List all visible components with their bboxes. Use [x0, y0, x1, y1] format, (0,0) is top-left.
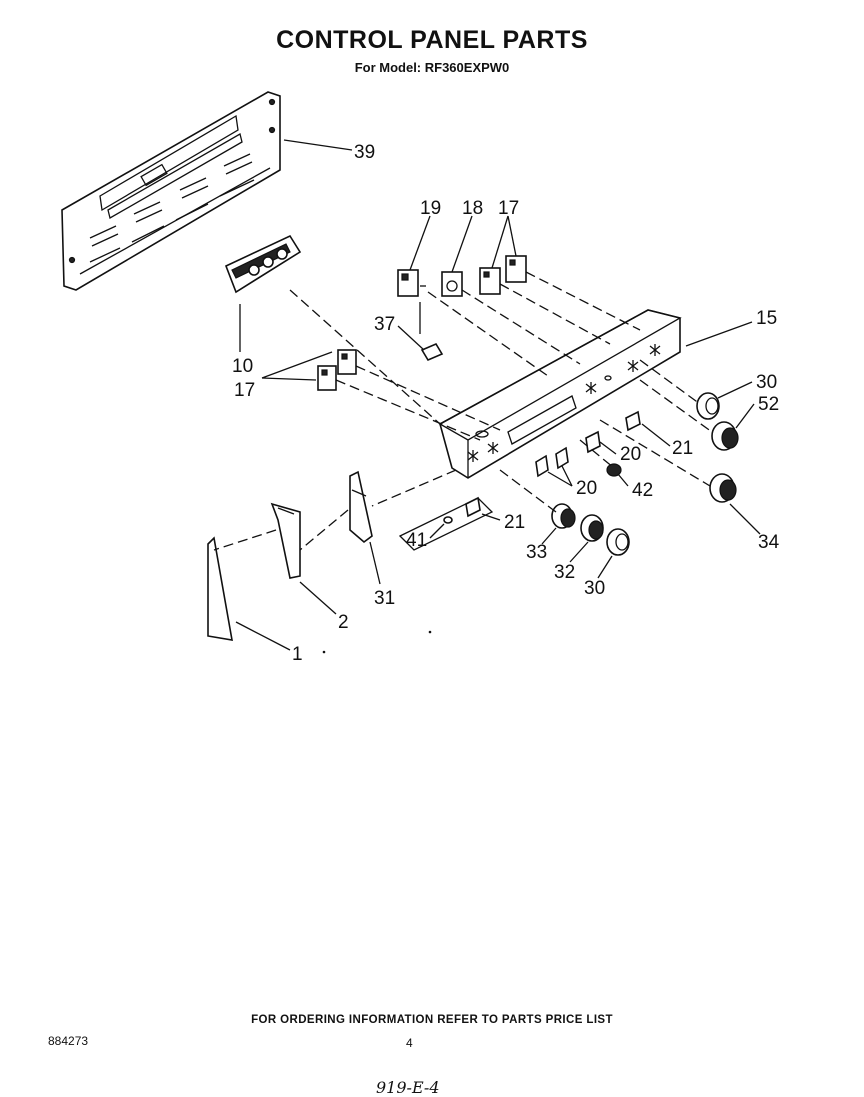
part-20-clip-right: [585, 430, 601, 454]
part-34-knob: [709, 473, 737, 503]
callout-18: 18: [462, 198, 483, 219]
leader-lines: [235, 139, 761, 651]
handwritten-note: 919-E-4: [376, 1078, 440, 1097]
part-32-knob-ring: [580, 514, 604, 542]
callout-labels: 39 19 18 17 15 37 10 17 30 52 21 20 42 2…: [232, 142, 780, 665]
callout-21-right: 21: [672, 438, 693, 459]
part-18-switch: [441, 271, 463, 297]
callout-20-right: 20: [620, 444, 641, 465]
callout-17-upper: 17: [498, 198, 519, 219]
part-42-knob-insert: [606, 463, 622, 477]
part-15-control-panel: [438, 309, 682, 479]
callout-33: 33: [526, 542, 547, 563]
callout-1: 1: [292, 644, 303, 665]
part-52-knob: [711, 421, 739, 451]
part-2-end-trim: [270, 502, 301, 579]
part-17-switch-upper-b: [505, 255, 527, 283]
part-39-rear-panel: [61, 91, 281, 291]
callout-30-upper: 30: [756, 372, 777, 393]
part-21-clip-right: [625, 410, 641, 432]
callout-31: 31: [374, 588, 395, 609]
part-10-display-module: [224, 234, 302, 294]
part-37-clip: [419, 302, 444, 362]
callout-42: 42: [632, 480, 653, 501]
assembly-lines: [213, 271, 713, 551]
part-41-screw-and-part-21: [398, 496, 494, 551]
part-17-switch-left-a: [317, 365, 337, 391]
part-17-switch-left-b: [337, 349, 357, 375]
part-17-switch-upper-a: [479, 267, 501, 295]
part-30-knob-upper: [696, 392, 720, 420]
part-30-knob-lower: [606, 528, 630, 556]
part-19-switch: [397, 269, 426, 297]
page-number: 4: [406, 1036, 413, 1050]
callout-34: 34: [758, 532, 780, 553]
callout-10: 10: [232, 356, 253, 377]
callout-15: 15: [756, 308, 777, 329]
callout-30-lower: 30: [584, 578, 605, 599]
callout-21-lower: 21: [504, 512, 525, 533]
callout-32: 32: [554, 562, 575, 583]
part-31-bracket: [349, 470, 373, 544]
part-33-knob-base: [551, 503, 576, 529]
part-1-end-cap: [207, 536, 233, 641]
callout-20-left: 20: [576, 478, 597, 499]
callout-17-left: 17: [234, 380, 255, 401]
scan-speck: [428, 630, 432, 634]
callout-41: 41: [406, 530, 427, 551]
part-20-clip-left: [535, 446, 569, 478]
model-subtitle: For Model: RF360EXPW0: [354, 60, 510, 75]
callout-2: 2: [338, 612, 349, 633]
callout-52: 52: [758, 394, 779, 415]
callout-37: 37: [374, 314, 395, 335]
scan-speck: [322, 650, 326, 654]
callout-19: 19: [420, 198, 441, 219]
document-number: 884273: [48, 1034, 89, 1048]
ordering-note: FOR ORDERING INFORMATION REFER TO PARTS …: [251, 1014, 613, 1026]
page-title: CONTROL PANEL PARTS: [276, 26, 588, 54]
callout-39: 39: [354, 142, 375, 163]
